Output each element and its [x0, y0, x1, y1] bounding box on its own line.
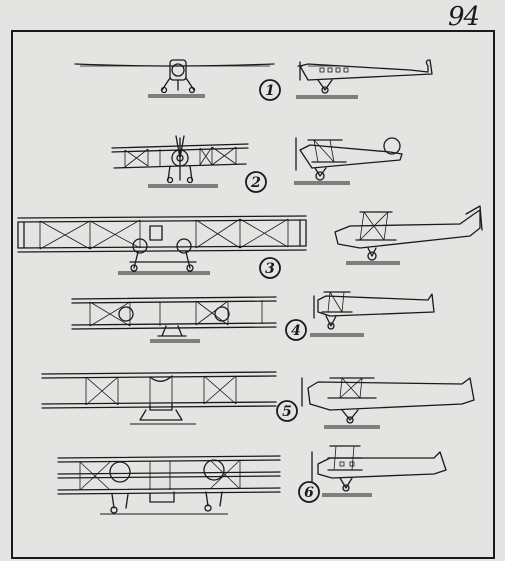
row-number-5-text: 5: [282, 404, 292, 420]
row-number-2-text: 2: [250, 175, 261, 191]
row-number-3-text: 3: [265, 261, 275, 277]
aircraft-2-side-view: [294, 137, 403, 185]
aircraft-4-front-view: [71, 296, 277, 343]
aircraft-3-front-view: [17, 215, 307, 275]
aircraft-3-side-view: [334, 205, 483, 265]
row-number-4-text: 4: [291, 323, 301, 339]
aircraft-4-side-view: [310, 291, 435, 337]
aircraft-5-side-view: [301, 377, 475, 429]
page-number: 94: [448, 2, 480, 32]
row-number-6-text: 6: [304, 485, 314, 501]
aircraft-5-front-view: [41, 371, 277, 425]
row-number-1: 1: [259, 79, 281, 101]
row-number-2: 2: [245, 171, 267, 193]
aircraft-1-front-view: [74, 59, 275, 98]
row-number-5: 5: [276, 400, 298, 422]
row-number-4: 4: [285, 319, 307, 341]
aircraft-1-side-view: [296, 59, 433, 99]
aircraft-6-front-view: [57, 455, 281, 515]
row-number-1-text: 1: [265, 83, 275, 99]
row-number-6: 6: [298, 481, 320, 503]
aircraft-6-side-view: [311, 445, 447, 497]
row-number-3: 3: [259, 257, 281, 279]
aircraft-2-front-view: [111, 135, 249, 188]
plate-border: [11, 30, 495, 559]
